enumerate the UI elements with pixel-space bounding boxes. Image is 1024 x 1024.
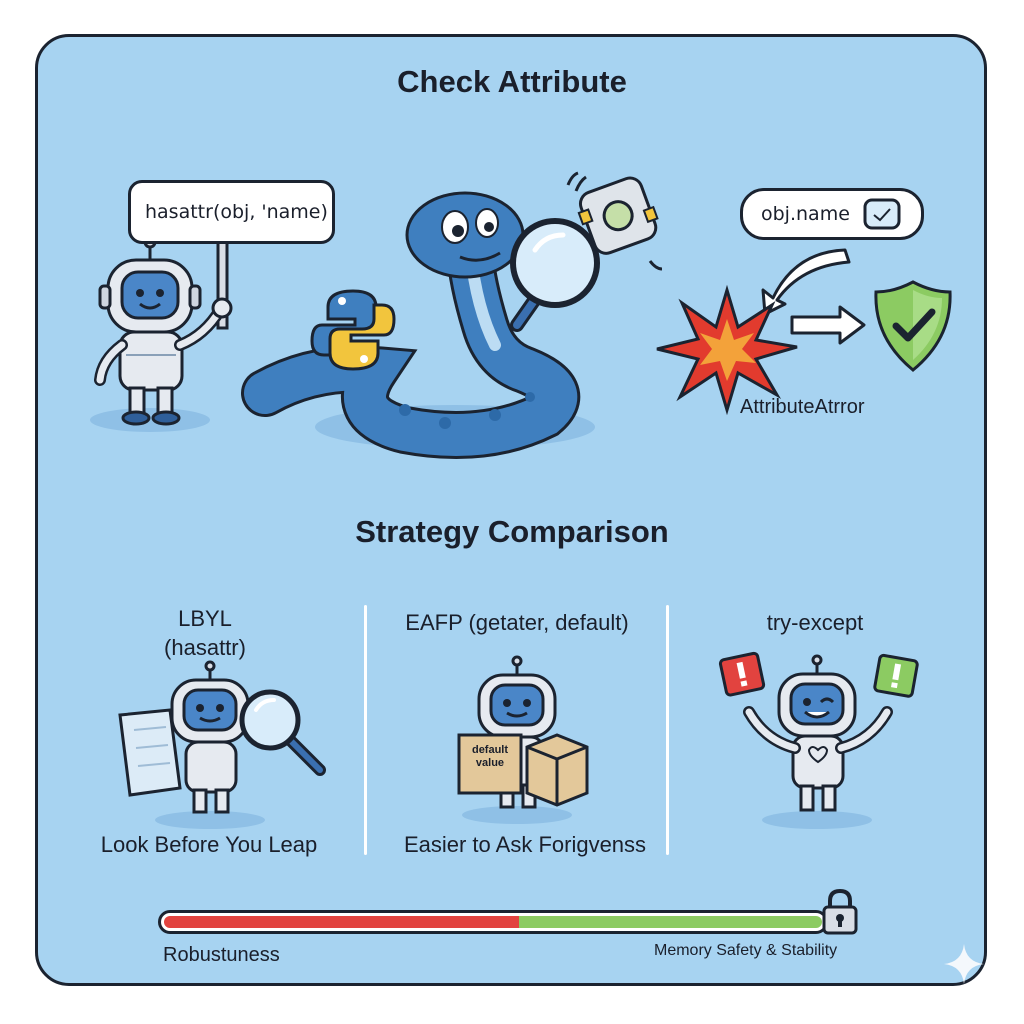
robot-icon xyxy=(90,208,233,432)
box-label-line1: default xyxy=(471,744,509,756)
scale-right-label: Memory Safety & Stability xyxy=(654,942,838,959)
python-logo-icon xyxy=(310,289,396,371)
try-except-robot-icon xyxy=(718,651,919,829)
eafp-caption: Easier to Ask Forigvenss xyxy=(403,832,647,857)
try-except-heading: try-except xyxy=(766,610,864,635)
shield-check-icon xyxy=(874,280,952,372)
separator-right xyxy=(666,605,669,855)
obj-name-text: obj.name xyxy=(761,203,850,225)
page-title: Check Attribute xyxy=(397,64,627,99)
snake-mascot-icon xyxy=(241,191,600,459)
error-label: AttributeAtrror xyxy=(740,396,865,418)
scale-red-segment xyxy=(164,916,520,928)
explosion-icon xyxy=(656,284,798,416)
lock-icon xyxy=(822,888,858,935)
arrow-right-icon xyxy=(790,305,866,345)
sparkle-icon xyxy=(944,944,984,984)
eafp-robot-icon xyxy=(457,655,589,824)
scale-green-segment xyxy=(519,916,822,928)
hasattr-sign-bubble: hasattr(obj, 'name) xyxy=(128,180,335,244)
default-value-box-label: default value xyxy=(459,744,521,770)
gear-box-icon xyxy=(566,171,663,271)
separator-left xyxy=(364,605,367,855)
lbyl-heading-line1: LBYL xyxy=(178,606,232,631)
box-label-line2: value xyxy=(475,757,505,769)
lbyl-caption: Look Before You Leap xyxy=(100,832,318,857)
section-title: Strategy Comparison xyxy=(355,514,669,549)
scale-fill xyxy=(164,916,822,928)
lbyl-robot-icon xyxy=(118,660,326,829)
lbyl-heading: LBYL (hasattr) xyxy=(100,604,310,662)
lbyl-heading-line2: (hasattr) xyxy=(164,635,246,660)
robustness-scale-bar xyxy=(158,910,828,934)
eafp-heading: EAFP (getater, default) xyxy=(405,610,629,635)
scale-left-label: Robustuness xyxy=(163,944,280,966)
badge-icon xyxy=(863,198,901,230)
